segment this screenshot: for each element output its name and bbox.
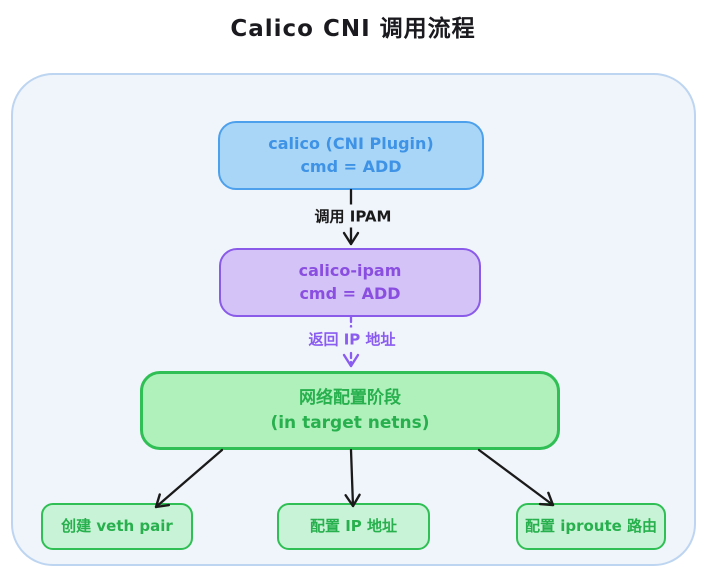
node-route-label: 配置 iproute 路由 xyxy=(524,516,658,535)
edge-label-call-ipam: 调用 IPAM xyxy=(309,204,397,228)
node-network-config-stage: 网络配置阶段 (in target netns) xyxy=(140,371,560,450)
node-configure-ip-address: 配置 IP 地址 xyxy=(277,503,430,550)
node-calico-line2: cmd = ADD xyxy=(300,156,402,176)
edge-label-return-ip: 返回 IP 地址 xyxy=(303,327,401,351)
node-veth-label: 创建 veth pair xyxy=(61,516,173,535)
node-ipam-line2: cmd = ADD xyxy=(299,283,401,303)
node-create-veth-pair: 创建 veth pair xyxy=(41,503,193,550)
node-netconfig-line1: 网络配置阶段 xyxy=(299,388,401,409)
node-calico-ipam: calico-ipam cmd = ADD xyxy=(219,248,481,317)
node-calico-line1: calico (CNI Plugin) xyxy=(268,133,434,153)
node-ipam-line1: calico-ipam xyxy=(298,260,402,280)
node-ip-label: 配置 IP 地址 xyxy=(309,516,398,535)
page-title: Calico CNI 调用流程 xyxy=(230,16,476,42)
node-calico-cni-plugin: calico (CNI Plugin) cmd = ADD xyxy=(218,121,484,190)
node-netconfig-line2: (in target netns) xyxy=(270,412,430,433)
node-configure-iproute: 配置 iproute 路由 xyxy=(516,503,666,550)
